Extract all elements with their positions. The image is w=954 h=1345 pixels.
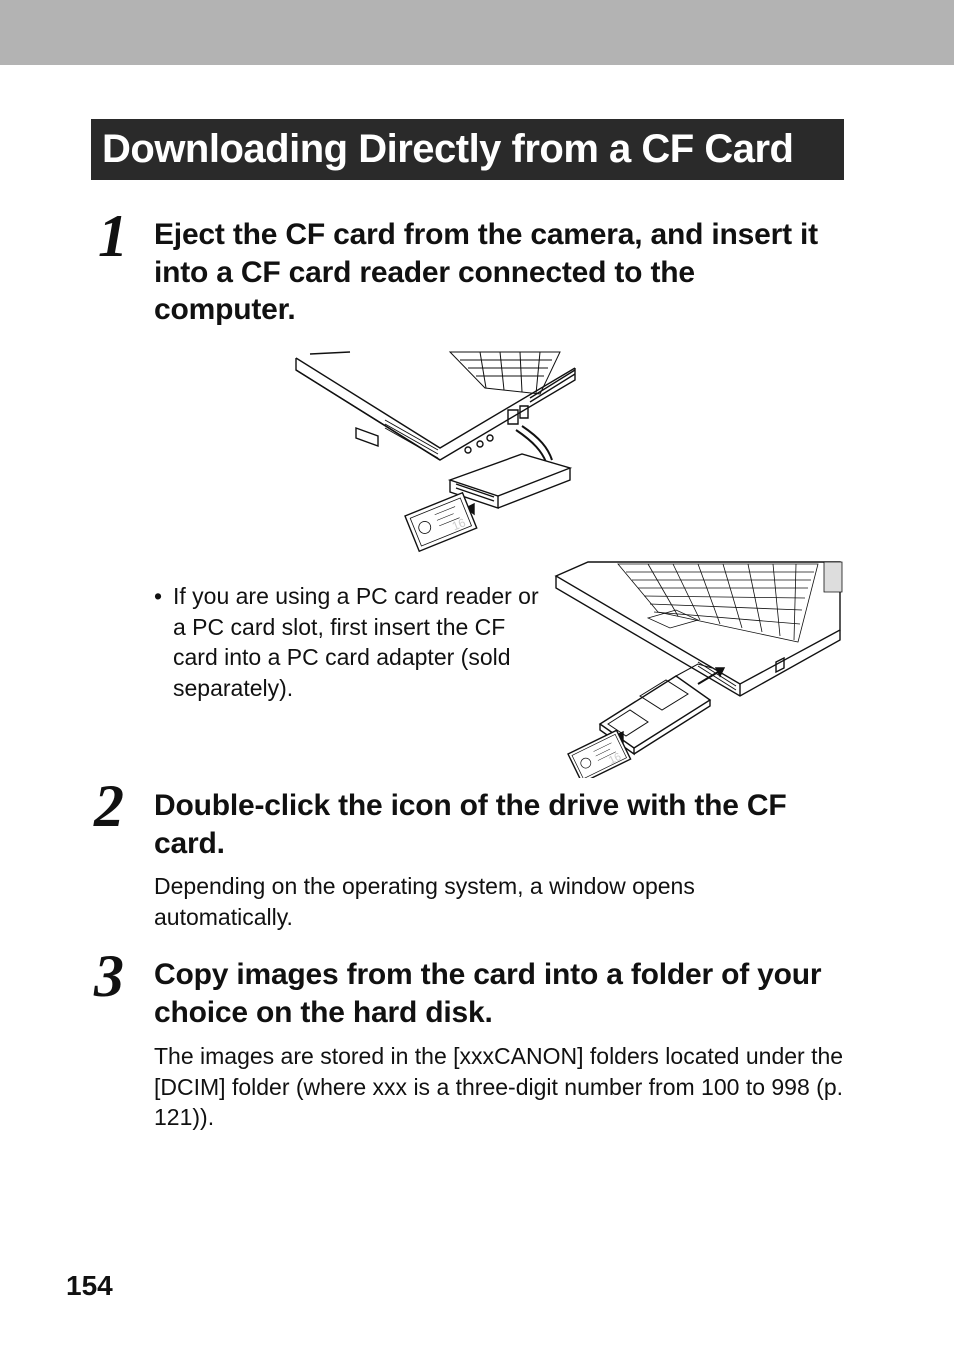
step-3-number: 3 [94,943,124,1009]
step-3-body: The images are stored in the [xxxCANON] … [154,1043,844,1130]
svg-text:16: 16 [450,515,468,533]
step-1-note-text: If you are using a PC card reader or a P… [173,583,539,701]
step-2-heading: Double-click the icon of the drive with … [154,789,787,860]
step-3-heading: Copy images from the card into a folder … [154,958,822,1029]
step-1-note: • If you are using a PC card reader or a… [154,581,544,703]
laptop-with-pc-card-adapter-illustration: 16 [548,558,846,778]
bullet-glyph: • [154,583,163,609]
top-header-band [0,0,954,65]
step-1-heading: Eject the CF card from the camera, and i… [154,218,818,326]
step-2-body: Depending on the operating system, a win… [154,873,695,930]
laptop-with-cf-card-reader-illustration: 16 [290,348,590,563]
step-2-number: 2 [94,773,124,839]
page-number: 154 [66,1270,113,1301]
page-title: Downloading Directly from a CF Card [91,119,844,180]
step-1-number: 1 [98,203,128,269]
svg-text:16: 16 [607,751,623,767]
